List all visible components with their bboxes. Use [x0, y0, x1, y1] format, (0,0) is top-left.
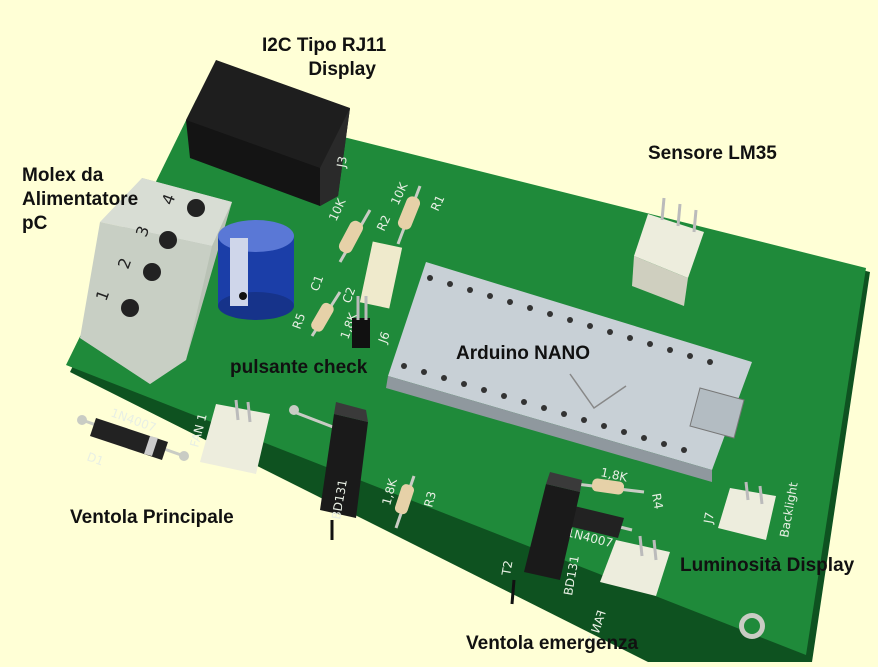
- electrolytic-capacitor: [218, 220, 294, 320]
- label-fan-main: Ventola Principale: [70, 507, 234, 528]
- lm35-header: [632, 197, 704, 306]
- silk-r1: R1: [428, 193, 447, 213]
- capacitor-area: C1 C2: [308, 241, 403, 309]
- molex-connector: 1 2 3 4: [80, 178, 232, 384]
- label-molex-line2: Alimentatore: [22, 189, 139, 210]
- silk-j6: J6: [375, 330, 392, 346]
- label-brightness: Luminosità Display: [680, 555, 855, 576]
- silk-r5: R5: [290, 311, 309, 331]
- rj11-connector: J3: [186, 60, 350, 206]
- label-molex: Molex da Alimentatore pC: [22, 164, 138, 236]
- label-fan-emergency: Ventola emergenza: [466, 633, 639, 654]
- arduino-nano-module: [386, 262, 752, 482]
- label-button: pulsante check: [230, 357, 368, 378]
- silk-r2: R2: [374, 213, 393, 233]
- transistor-bd131-2: T2 BD131: [499, 472, 582, 605]
- label-i2c-line1: I2C Tipo RJ11: [262, 35, 387, 56]
- silk-c2: C2: [340, 285, 359, 305]
- resistor-r4: 1,8K R4: [575, 465, 666, 510]
- silk-r4-value: 1,8K: [599, 465, 629, 485]
- label-i2c-display: I2C Tipo RJ11 Display: [262, 34, 386, 82]
- silk-d1: D1: [85, 450, 106, 469]
- silk-bd131-2: BD131: [561, 554, 582, 596]
- silk-r4: R4: [649, 492, 666, 510]
- silk-t2: T2: [499, 559, 516, 577]
- label-molex-line1: Molex da: [22, 165, 104, 186]
- silk-j3: J3: [334, 155, 350, 169]
- label-i2c-line2: Display: [308, 59, 376, 80]
- label-sensor: Sensore LM35: [648, 143, 777, 164]
- label-arduino: Arduino NANO: [456, 343, 591, 364]
- silk-j7: J7: [701, 511, 717, 525]
- jumper-j6: J6: [352, 296, 393, 348]
- silk-r3: R3: [421, 490, 439, 509]
- label-molex-line3: pC: [22, 213, 48, 234]
- transistor-bd131-1: BD131: [289, 402, 368, 540]
- silk-c1: C1: [308, 273, 327, 293]
- silk-bd131-1: BD131: [329, 478, 350, 520]
